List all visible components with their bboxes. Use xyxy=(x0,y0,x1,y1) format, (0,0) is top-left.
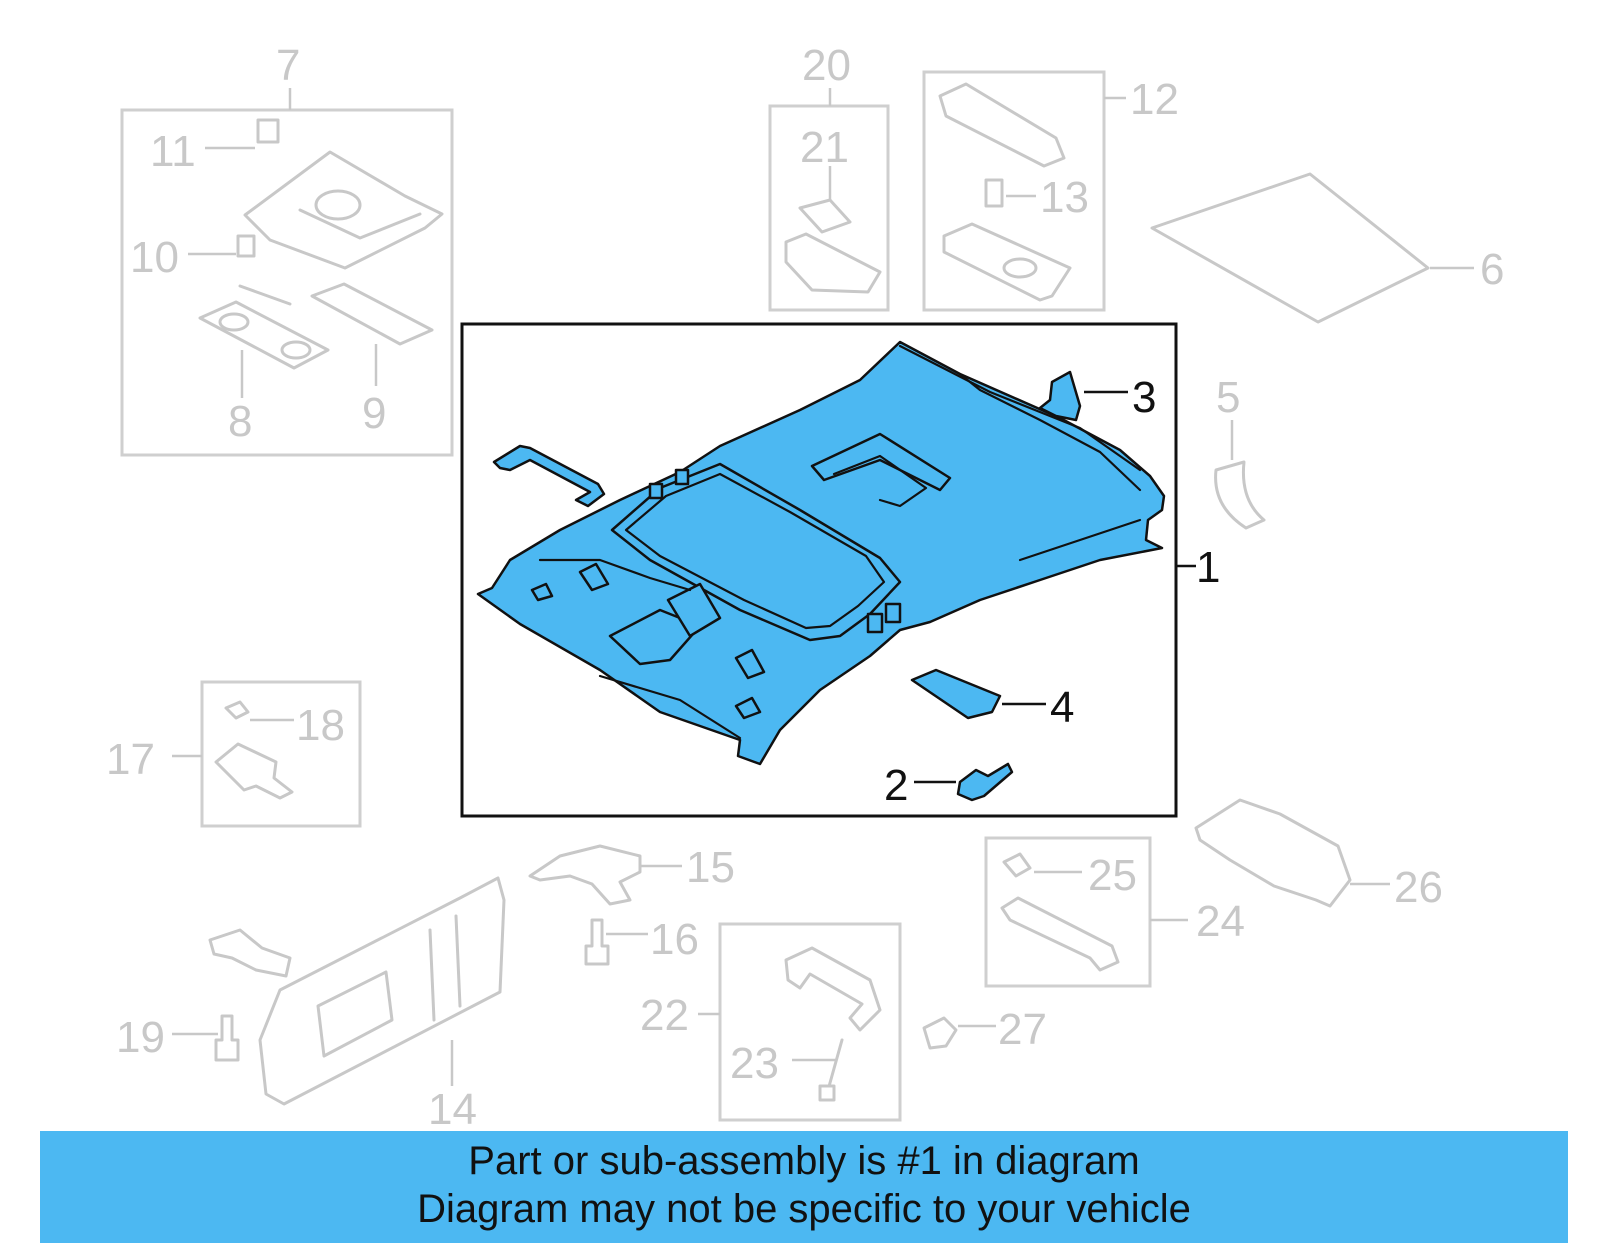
sensor-17 xyxy=(214,742,294,800)
group-24-handle-bracket: 25 24 xyxy=(984,836,1245,988)
lens-9 xyxy=(310,282,434,346)
callout-21: 21 xyxy=(800,123,849,172)
callout-22: 22 xyxy=(640,991,689,1040)
sunroof-opening xyxy=(610,462,902,642)
clip-18 xyxy=(224,700,250,720)
group-14-sunvisor: 19 14 xyxy=(116,876,506,1134)
callout-1: 1 xyxy=(1196,543,1220,592)
banner-line-1: Part or sub-assembly is #1 in diagram xyxy=(468,1139,1140,1183)
bracket-5 xyxy=(1214,460,1266,530)
handle-bracket xyxy=(492,444,606,508)
group-12-lamp: 12 13 xyxy=(922,70,1179,312)
dome-lamp-housing xyxy=(243,150,444,270)
callout-16: 16 xyxy=(650,915,699,964)
group-15-16: 15 16 xyxy=(528,843,735,966)
group-22-box xyxy=(718,922,902,1122)
callout-13: 13 xyxy=(1040,173,1089,222)
bulb-13 xyxy=(984,178,1004,208)
banner-line-2: Diagram may not be specific to your vehi… xyxy=(417,1187,1191,1231)
callout-8: 8 xyxy=(228,397,252,446)
bulb-21 xyxy=(798,198,852,234)
callout-17: 17 xyxy=(106,735,155,784)
bolt-16 xyxy=(584,918,610,966)
pad-4 xyxy=(910,668,1002,720)
group-24-box xyxy=(984,836,1152,988)
callout-26: 26 xyxy=(1394,863,1443,912)
group-1-headliner: 3 4 2 1 xyxy=(460,322,1220,818)
bracket-2 xyxy=(956,762,1014,802)
part-6-panel: 6 xyxy=(1150,172,1504,324)
panel-6 xyxy=(1150,172,1430,324)
group-7-dome-lamp: 7 11 10 8 9 xyxy=(120,41,454,457)
callout-20: 20 xyxy=(802,41,851,90)
lamp-12 xyxy=(938,82,1066,168)
sunroof-bracket xyxy=(810,432,952,492)
visor-wire xyxy=(208,928,292,978)
callout-11: 11 xyxy=(150,127,196,176)
group-22-grab-handle: 22 23 xyxy=(640,922,902,1122)
callout-15: 15 xyxy=(686,843,735,892)
callout-7: 7 xyxy=(276,41,300,90)
map-lamp-20 xyxy=(784,232,882,294)
callout-14: 14 xyxy=(428,1085,477,1134)
part-27-clip: 27 xyxy=(922,1005,1047,1054)
bulb-11 xyxy=(256,118,280,144)
callout-24: 24 xyxy=(1196,897,1245,946)
bracket-24 xyxy=(1000,896,1120,972)
clip-27 xyxy=(922,1016,958,1050)
callout-27: 27 xyxy=(998,1005,1047,1054)
callout-3: 3 xyxy=(1132,373,1156,422)
part-26-rail: 26 xyxy=(1194,798,1443,912)
bulb-10 xyxy=(236,234,256,258)
info-banner: Part or sub-assembly is #1 in diagram Di… xyxy=(40,1131,1568,1243)
group-12-box xyxy=(922,70,1106,312)
bracket-3 xyxy=(1038,370,1082,422)
rail-26 xyxy=(1194,798,1352,908)
grab-handle-22 xyxy=(784,946,882,1032)
callout-10: 10 xyxy=(130,233,179,282)
screw-23 xyxy=(818,1084,836,1102)
callout-23: 23 xyxy=(730,1039,779,1088)
callout-12: 12 xyxy=(1130,75,1179,124)
group-17-box xyxy=(200,680,362,828)
sun-visor-14 xyxy=(258,876,506,1106)
callout-25: 25 xyxy=(1088,851,1137,900)
group-1-box xyxy=(460,322,1178,818)
lens-8 xyxy=(198,300,330,370)
callout-5: 5 xyxy=(1216,373,1240,422)
callout-2: 2 xyxy=(884,761,908,810)
bracket-15 xyxy=(528,844,642,906)
callout-6: 6 xyxy=(1480,245,1504,294)
callout-9: 9 xyxy=(362,389,386,438)
console-mount xyxy=(608,608,702,666)
clip-25 xyxy=(1002,852,1032,878)
callout-4: 4 xyxy=(1050,683,1074,732)
part-5-bracket: 5 xyxy=(1214,373,1266,530)
group-20-map-lamp: 20 21 xyxy=(768,41,890,312)
screw-19 xyxy=(214,1014,240,1062)
callout-18: 18 xyxy=(296,701,345,750)
group-17-sensor: 18 17 xyxy=(106,680,362,828)
callout-19: 19 xyxy=(116,1013,165,1062)
group-7-box xyxy=(120,108,454,457)
